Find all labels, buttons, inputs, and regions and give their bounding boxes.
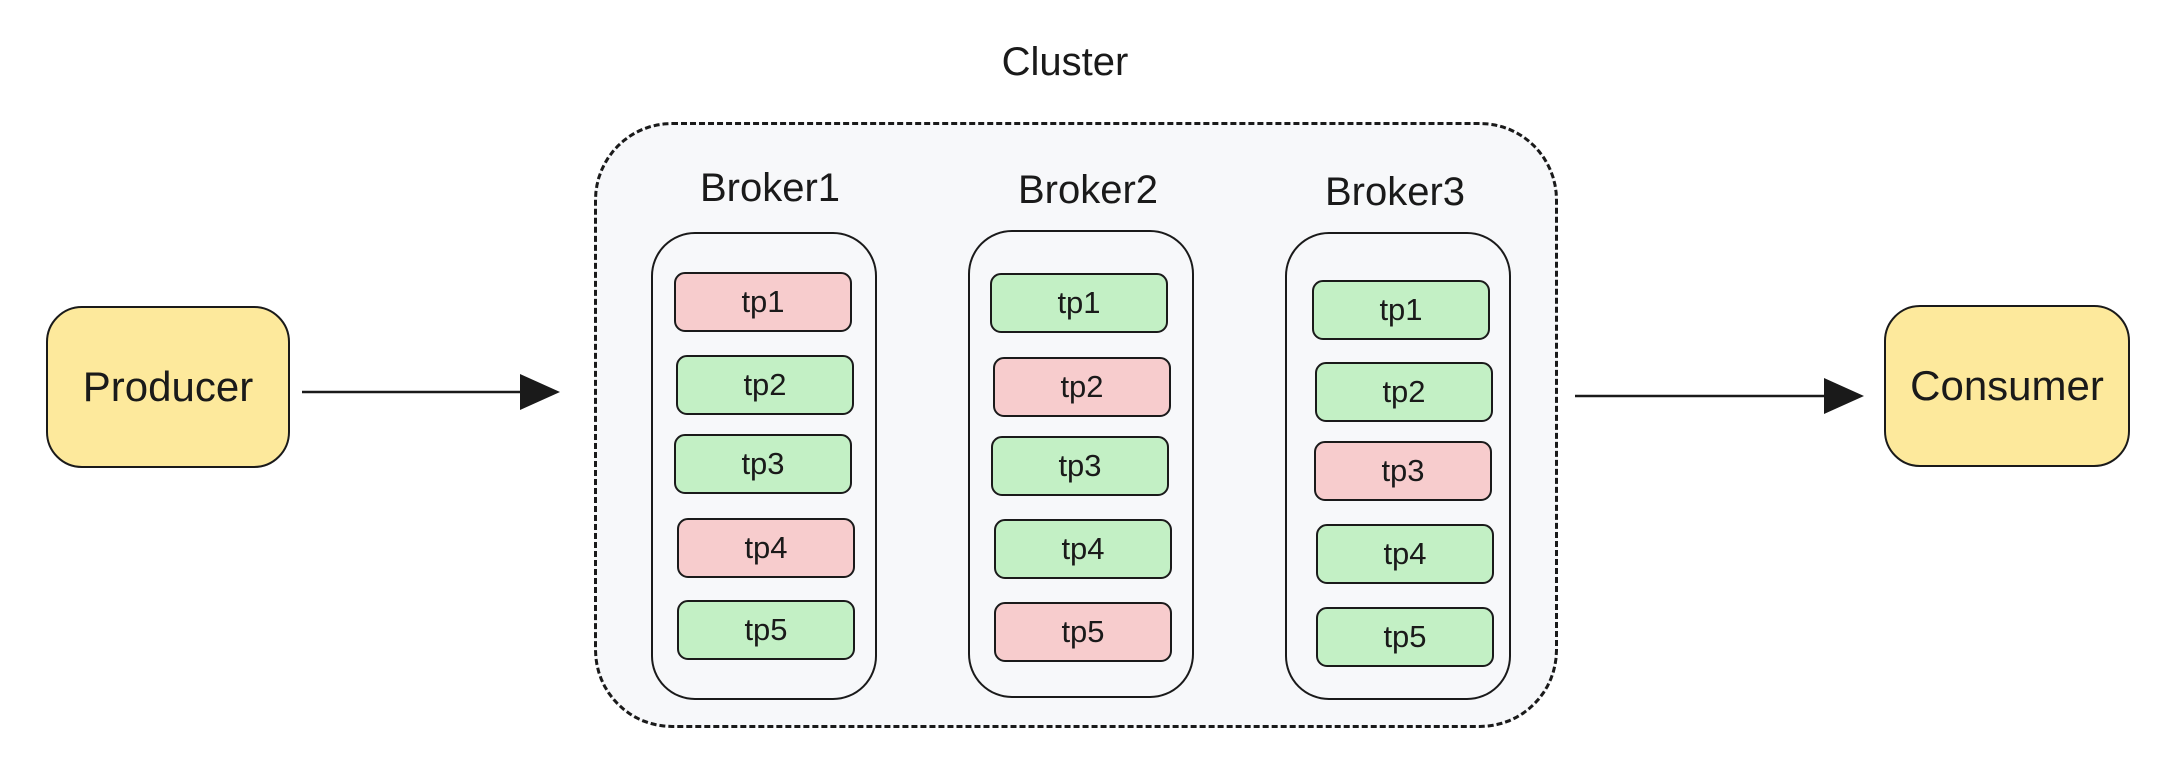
partition-broker2-tp2: tp2 bbox=[993, 357, 1171, 417]
partition-broker3-tp5: tp5 bbox=[1316, 607, 1494, 667]
cluster-title: Cluster bbox=[1001, 40, 1129, 84]
partition-broker1-tp5: tp5 bbox=[677, 600, 855, 660]
partition-broker3-tp3: tp3 bbox=[1314, 441, 1492, 501]
producer-node: Producer bbox=[46, 306, 290, 468]
broker-title-2: Broker2 bbox=[1017, 168, 1159, 212]
partition-broker2-tp4: tp4 bbox=[994, 519, 1172, 579]
partition-broker1-tp4: tp4 bbox=[677, 518, 855, 578]
broker-box-2 bbox=[968, 230, 1194, 698]
partition-broker2-tp3: tp3 bbox=[991, 436, 1169, 496]
consumer-node: Consumer bbox=[1884, 305, 2130, 467]
partition-broker3-tp4: tp4 bbox=[1316, 524, 1494, 584]
broker-title-3: Broker3 bbox=[1324, 170, 1466, 214]
partition-broker1-tp2: tp2 bbox=[676, 355, 854, 415]
partition-broker2-tp1: tp1 bbox=[990, 273, 1168, 333]
partition-broker1-tp1: tp1 bbox=[674, 272, 852, 332]
partition-broker3-tp1: tp1 bbox=[1312, 280, 1490, 340]
partition-broker2-tp5: tp5 bbox=[994, 602, 1172, 662]
cluster-to-consumer-arrow bbox=[1575, 378, 1864, 414]
broker-box-3 bbox=[1285, 232, 1511, 700]
partition-broker1-tp3: tp3 bbox=[674, 434, 852, 494]
broker-title-1: Broker1 bbox=[699, 166, 841, 210]
broker-box-1 bbox=[651, 232, 877, 700]
producer-to-cluster-arrow bbox=[302, 374, 560, 410]
partition-broker3-tp2: tp2 bbox=[1315, 362, 1493, 422]
